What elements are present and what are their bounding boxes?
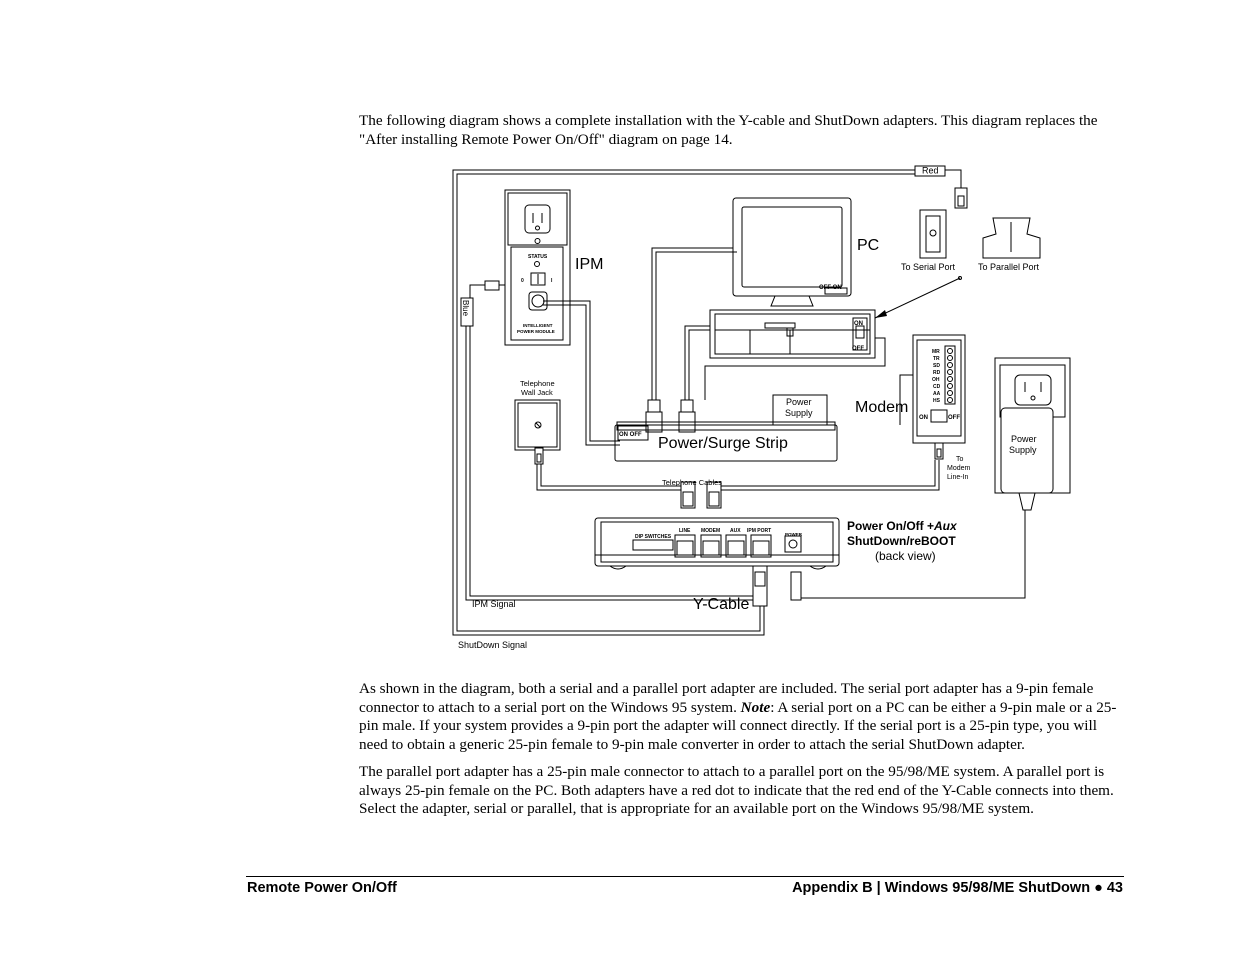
modem-switch-on: ON [919, 415, 928, 421]
ipm-one-label: I [551, 278, 553, 284]
dip-switches-label: DIP SWITCHES [635, 534, 672, 540]
serial-adapter [919, 209, 947, 259]
parallel-port-label: To Parallel Port [978, 262, 1040, 272]
pc-label: PC [857, 237, 879, 254]
red-cable [452, 169, 915, 636]
modem-label: Modem [855, 399, 908, 416]
red-connector [954, 187, 968, 209]
ipm-signal-label: IPM Signal [472, 599, 516, 609]
line-port-label: LINE [679, 528, 691, 534]
pc-case [709, 309, 876, 359]
shutdown-signal-label: ShutDown Signal [458, 640, 527, 650]
modem-led-label: HS [933, 398, 941, 404]
footer-appendix-page: Appendix B | Windows 95/98/ME ShutDown ●… [792, 880, 1123, 896]
parallel-adapter-paragraph: The parallel port adapter has a 25-pin m… [359, 763, 1114, 818]
ipm-brand-line2: POWER MODULE [517, 329, 555, 334]
device-caption-line1: Power On/Off +Aux [847, 519, 958, 533]
parallel-adapter [982, 217, 1041, 259]
strip-power-supply [772, 394, 828, 426]
footer-rule [246, 876, 1124, 877]
modem-line-in-line1: To [956, 456, 964, 463]
modem-line-in-line3: Line-In [947, 474, 969, 481]
strip-switch-label: ON OFF [619, 432, 642, 438]
blue-label: Blue [461, 300, 470, 317]
telephone-wall-jack-line2: Wall Jack [521, 388, 553, 397]
pc-switch-on: ON [854, 321, 863, 327]
modem-led-label: OH [932, 377, 940, 383]
power-onoff-device [594, 517, 840, 567]
intro-paragraph: The following diagram shows a complete i… [359, 112, 1098, 148]
blue-cable [465, 315, 760, 601]
aux-port-label: AUX [730, 528, 741, 534]
red-label: Red [922, 166, 939, 176]
modem-led-label: TR [933, 356, 940, 362]
modem-led-label: CD [933, 384, 941, 390]
ipm-brand-line1: INTELLIGENT [523, 323, 553, 328]
strip-power-supply-line1: Power [786, 397, 812, 407]
serial-port-label: To Serial Port [901, 262, 956, 272]
telephone-wall-jack-line1: Telephone [520, 379, 555, 388]
y-cable-label: Y-Cable [693, 596, 749, 613]
modem-led-label: AA [933, 391, 941, 397]
ipm-zero-label: 0 [521, 278, 524, 284]
telephone-cables-label: Telephone Cables [662, 478, 722, 487]
modem-switch-off: OFF [948, 415, 960, 421]
modem-led-label: RD [933, 370, 941, 376]
ipm-label: IPM [575, 256, 603, 273]
device-caption-line2: ShutDown/reBOOT [847, 534, 956, 548]
strip-power-supply-line2: Supply [785, 408, 813, 418]
installation-diagram: Red Blue To Serial Port To Parallel Port… [452, 165, 1071, 650]
power-surge-strip [614, 424, 838, 462]
power-port-label: POWER [785, 532, 803, 537]
ipm-module [510, 246, 564, 341]
pc-switch-off: OFF [852, 346, 864, 352]
modem-led-label: SD [933, 363, 940, 369]
modem-line-in-line2: Modem [947, 465, 971, 472]
modem-port-label: MODEM [701, 528, 720, 534]
wall-power-supply-line2: Supply [1009, 445, 1037, 455]
device-caption-line3: (back view) [875, 549, 936, 563]
monitor-switch-label: OFF ON [819, 285, 842, 291]
serial-adapter-paragraph: As shown in the diagram, both a serial a… [359, 680, 1117, 753]
footer-section-title: Remote Power On/Off [247, 880, 397, 896]
ipm-status-label: STATUS [528, 254, 548, 260]
ipm-port-label: IPM PORT [747, 528, 771, 534]
power-strip-label: Power/Surge Strip [658, 435, 788, 452]
wall-power-supply-line1: Power [1011, 434, 1037, 444]
ipm-outlet-plate [504, 189, 571, 346]
pc-monitor [732, 197, 852, 297]
modem-led-label: MR [932, 349, 940, 355]
